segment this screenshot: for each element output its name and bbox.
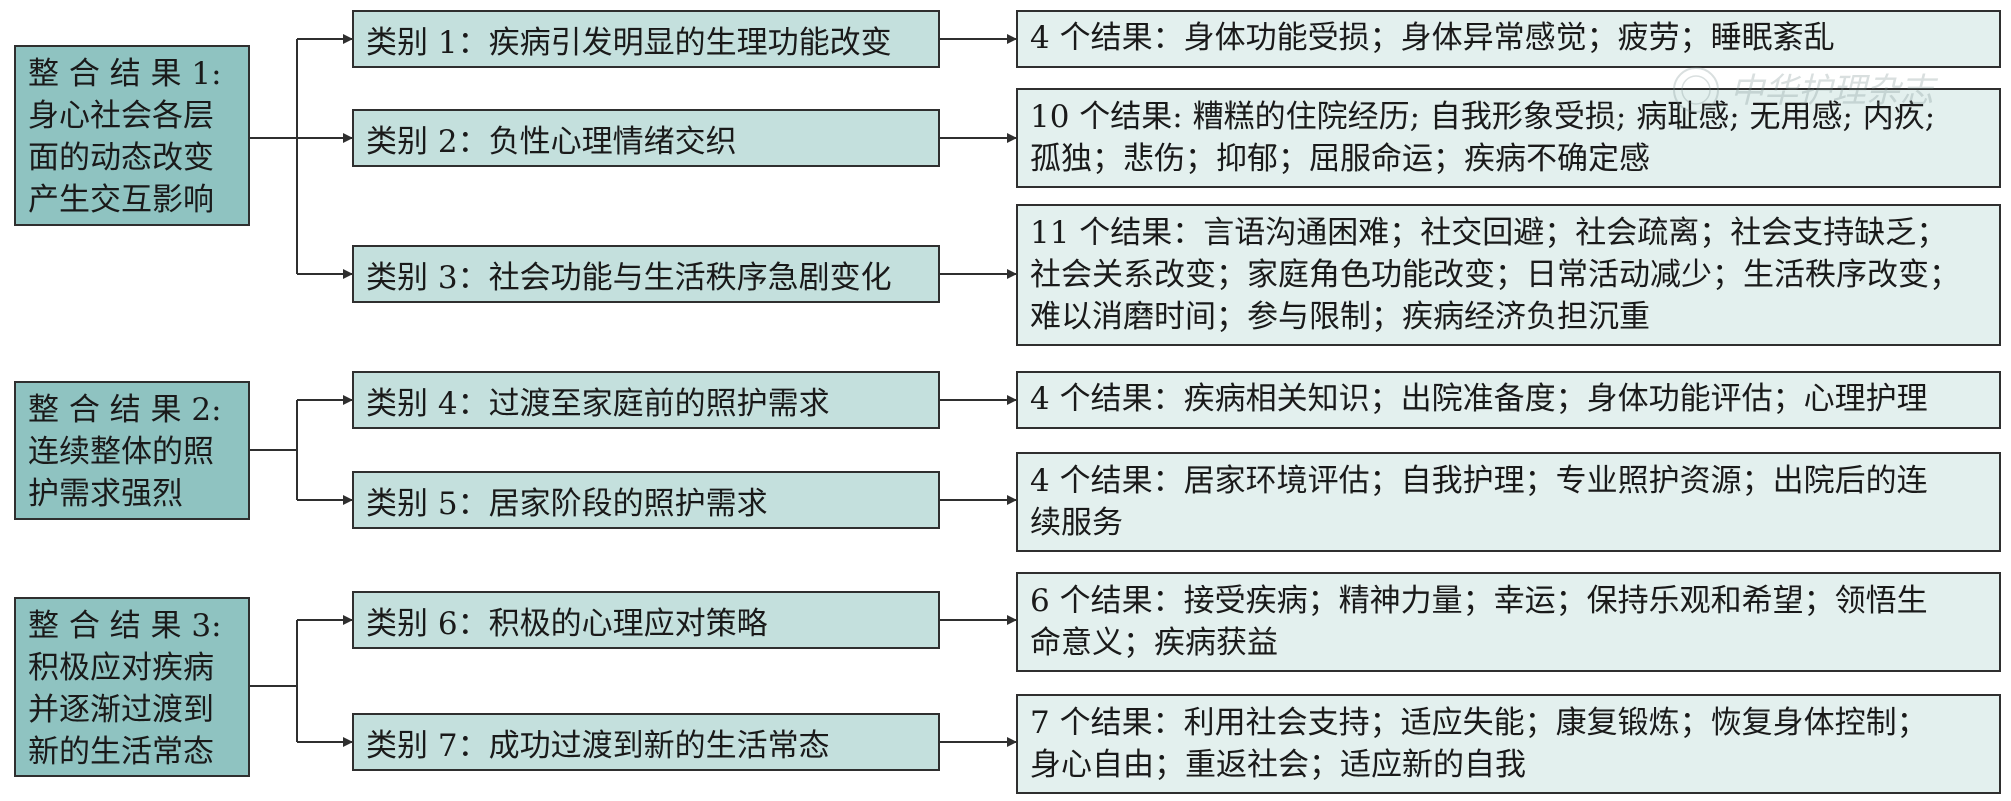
integration-3-line: 整 合 结 果 3:	[28, 608, 222, 644]
category-7-label: 类别 7：成功过渡到新的生活常态	[366, 727, 830, 764]
category-box-4: 类别 4：过渡至家庭前的照护需求	[352, 371, 940, 429]
result-7-line: 7 个结果：利用社会支持；适应失能；康复锻炼；恢复身体控制；	[1030, 705, 1928, 741]
result-5-line: 续服务	[1030, 505, 1123, 541]
result-1-line: 4 个结果：身体功能受损；身体异常感觉；疲劳；睡眠紊乱	[1030, 20, 1835, 56]
integration-2-line: 连续整体的照	[28, 434, 214, 470]
category-6-label: 类别 6：积极的心理应对策略	[366, 605, 768, 642]
category-box-3: 类别 3：社会功能与生活秩序急剧变化	[352, 245, 940, 303]
watermark-logo: 中华护理杂志	[1673, 67, 1939, 113]
result-box-1: 4 个结果：身体功能受损；身体异常感觉；疲劳；睡眠紊乱	[1016, 10, 2001, 68]
result-7-line: 身心自由；重返社会；适应新的自我	[1030, 747, 1526, 783]
result-6-line: 6 个结果：接受疾病；精神力量；幸运；保持乐观和希望；领悟生	[1030, 583, 1928, 619]
watermark-text: 中华护理杂志	[1730, 71, 1939, 111]
result-box-2: 10 个结果: 糟糕的住院经历; 自我形象受损; 病耻感; 无用感; 内疚; 孤…	[1016, 88, 2001, 188]
result-6-line: 命意义；疾病获益	[1030, 625, 1278, 661]
category-box-5: 类别 5：居家阶段的照护需求	[352, 471, 940, 529]
integration-3-line: 新的生活常态	[28, 734, 214, 770]
integration-1-line: 身心社会各层	[28, 98, 214, 134]
integration-box-1: 整 合 结 果 1: 身心社会各层 面的动态改变 产生交互影响	[14, 45, 250, 226]
category-5-label: 类别 5：居家阶段的照护需求	[366, 485, 768, 522]
integration-1-line: 面的动态改变	[28, 140, 214, 176]
category-box-7: 类别 7：成功过渡到新的生活常态	[352, 713, 940, 771]
result-3-line: 11 个结果：言语沟通困难；社交回避；社会疏离；社会支持缺乏；	[1030, 215, 1948, 251]
category-3-label: 类别 3：社会功能与生活秩序急剧变化	[366, 259, 892, 296]
integration-3-line: 并逐渐过渡到	[28, 692, 214, 728]
category-box-1: 类别 1：疾病引发明显的生理功能改变	[352, 10, 940, 68]
result-5-line: 4 个结果：居家环境评估；自我护理；专业照护资源；出院后的连	[1030, 463, 1928, 499]
result-box-3: 11 个结果：言语沟通困难；社交回避；社会疏离；社会支持缺乏； 社会关系改变；家…	[1016, 204, 2001, 346]
result-3-line: 社会关系改变；家庭角色功能改变；日常活动减少；生活秩序改变；	[1030, 257, 1960, 293]
integration-box-2: 整 合 结 果 2: 连续整体的照 护需求强烈	[14, 381, 250, 520]
integration-1-line: 产生交互影响	[28, 182, 214, 218]
category-2-label: 类别 2：负性心理情绪交织	[366, 123, 737, 160]
result-4-line: 4 个结果：疾病相关知识；出院准备度；身体功能评估；心理护理	[1030, 381, 1928, 417]
result-2-line: 10 个结果: 糟糕的住院经历; 自我形象受损; 病耻感; 无用感; 内疚;	[1030, 99, 1936, 135]
integration-3-line: 积极应对疾病	[28, 650, 214, 686]
category-box-6: 类别 6：积极的心理应对策略	[352, 591, 940, 649]
integration-2-line: 护需求强烈	[28, 476, 183, 512]
integration-2-line: 整 合 结 果 2:	[28, 392, 222, 428]
category-box-2: 类别 2：负性心理情绪交织	[352, 109, 940, 167]
integration-1-line: 整 合 结 果 1:	[28, 56, 222, 92]
result-box-5: 4 个结果：居家环境评估；自我护理；专业照护资源；出院后的连 续服务	[1016, 452, 2001, 552]
result-box-4: 4 个结果：疾病相关知识；出院准备度；身体功能评估；心理护理	[1016, 371, 2001, 429]
result-3-line: 难以消磨时间；参与限制；疾病经济负担沉重	[1030, 299, 1650, 335]
result-2-line: 孤独；悲伤；抑郁；屈服命运；疾病不确定感	[1030, 141, 1650, 177]
category-4-label: 类别 4：过渡至家庭前的照护需求	[366, 385, 830, 422]
result-box-6: 6 个结果：接受疾病；精神力量；幸运；保持乐观和希望；领悟生 命意义；疾病获益	[1016, 572, 2001, 672]
integration-box-3: 整 合 结 果 3: 积极应对疾病 并逐渐过渡到 新的生活常态	[14, 597, 250, 777]
category-1-label: 类别 1：疾病引发明显的生理功能改变	[366, 24, 892, 61]
result-box-7: 7 个结果：利用社会支持；适应失能；康复锻炼；恢复身体控制； 身心自由；重返社会…	[1016, 694, 2001, 794]
